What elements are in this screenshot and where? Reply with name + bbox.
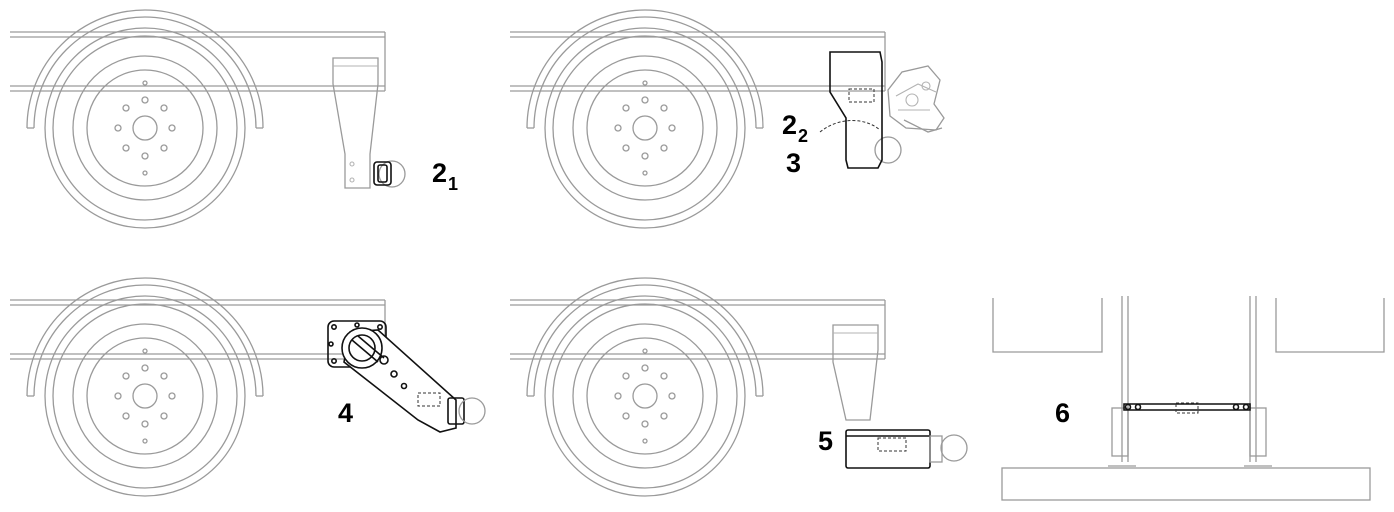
label-2-main: 2 <box>432 158 447 188</box>
label-4: 4 <box>338 398 353 428</box>
label-6: 6 <box>1055 398 1070 428</box>
label-3: 3 <box>786 148 801 178</box>
panel-config-6 <box>992 296 1385 501</box>
label-2-subscript-1: 1 <box>448 174 458 194</box>
panel-config-2-1 <box>9 9 406 229</box>
panel-config-2-2-3 <box>509 9 945 229</box>
label-2-main-b: 2 <box>782 110 797 140</box>
panel-config-4 <box>9 277 486 497</box>
label-2-subscript-2: 2 <box>798 126 808 146</box>
label-5: 5 <box>818 426 833 456</box>
panel-config-5 <box>509 277 968 497</box>
